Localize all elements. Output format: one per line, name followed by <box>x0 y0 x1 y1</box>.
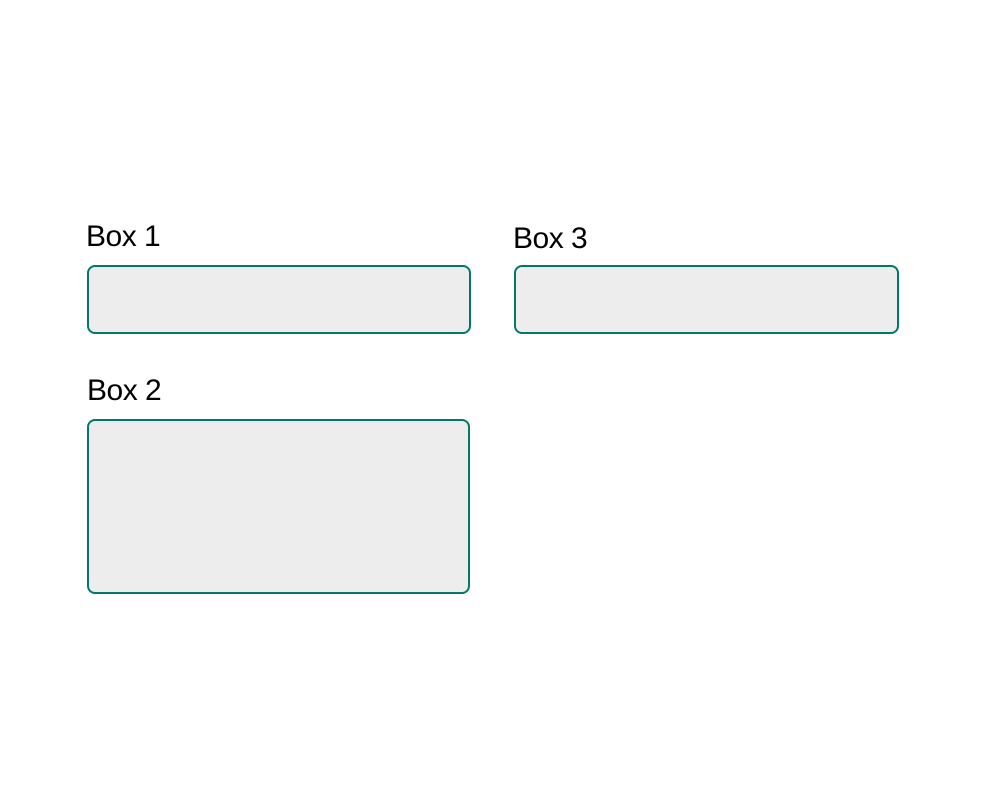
box1-input[interactable] <box>87 265 471 334</box>
box3-input[interactable] <box>514 265 899 334</box>
box1-label: Box 1 <box>86 220 161 253</box>
box2-input[interactable] <box>87 419 470 594</box>
box2-label: Box 2 <box>87 374 162 407</box>
box3-label: Box 3 <box>513 222 588 255</box>
